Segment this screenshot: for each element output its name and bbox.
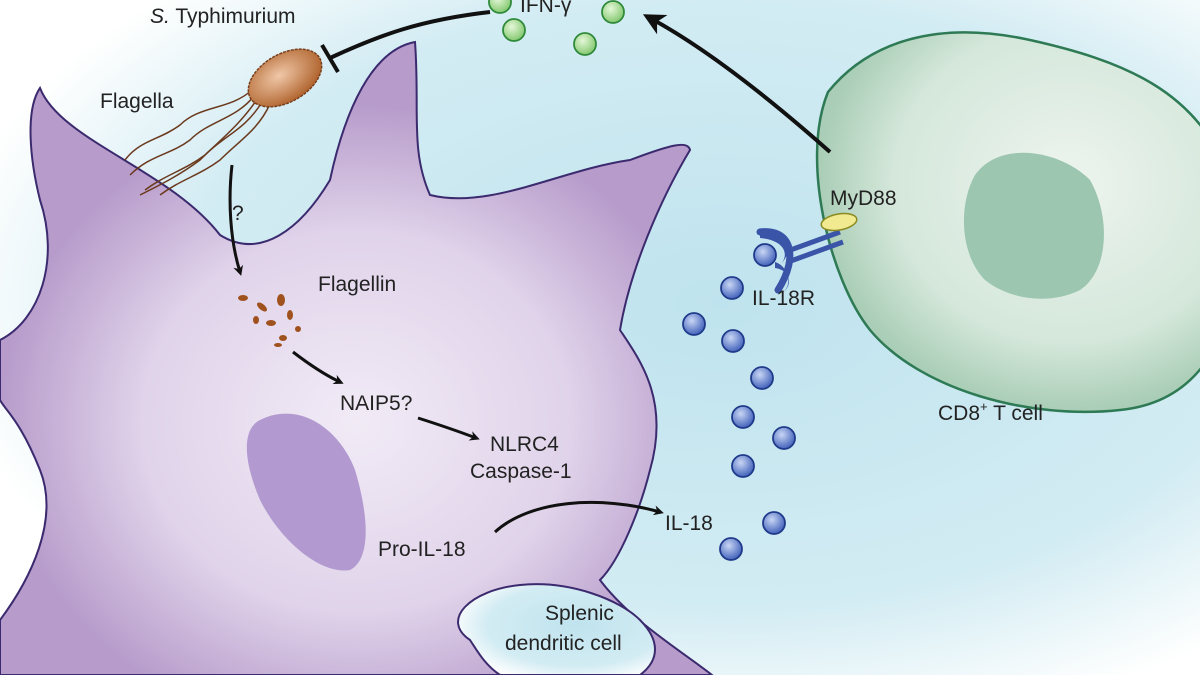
il-18-dot	[762, 511, 786, 535]
pro-il18-label: Pro-IL-18	[378, 538, 466, 561]
dendritic-cell-label-line1: Splenic	[545, 602, 614, 625]
ifn-gamma-label: IFN-γ	[520, 0, 572, 17]
naip5-label: NAIP5?	[340, 392, 412, 415]
t-cell-nucleus	[963, 152, 1104, 299]
dendritic-cell-gap	[457, 583, 656, 675]
ifn-gamma-dot	[502, 18, 526, 42]
salmonella-bacterium	[124, 48, 323, 196]
il-18-dot	[720, 276, 744, 300]
il-18-dot	[753, 243, 777, 267]
il18r-label: IL-18R	[752, 287, 815, 310]
il-18-dot	[731, 454, 755, 478]
flagella	[124, 89, 271, 196]
bacterium-label: S. Typhimurium	[150, 5, 296, 28]
dendritic-cell-body	[0, 40, 714, 675]
il18-label: IL-18	[665, 512, 713, 535]
il-18-dot	[721, 329, 745, 353]
caspase1-label: Caspase-1	[470, 460, 572, 483]
dendritic-cell-label-line2: dendritic cell	[505, 632, 622, 655]
ifn-gamma-molecules	[488, 0, 625, 56]
t-cell-label: CD8+ T cell	[938, 399, 1043, 425]
il-18-dot	[731, 405, 755, 429]
cd8-t-cell	[815, 31, 1200, 414]
il-18-molecules	[682, 243, 796, 561]
il-18-dot	[682, 312, 706, 336]
naip5-to-nlrc4-arrow	[417, 416, 480, 441]
ifn-gamma-dot	[573, 32, 597, 56]
nlrc4-label: NLRC4	[490, 433, 559, 456]
ifng-inhibits-bacterium-line	[329, 10, 491, 60]
flagellin-to-naip5-arrow	[292, 350, 344, 384]
il-18-dot	[772, 426, 796, 450]
inhibition-bar	[320, 43, 340, 74]
flagella-to-flagellin-arrow	[228, 164, 243, 276]
flagella-label: Flagella	[100, 90, 174, 113]
myd88-label: MyD88	[830, 187, 897, 210]
il-18-dot	[719, 537, 743, 561]
ifn-gamma-dot	[601, 0, 625, 24]
myd88-adaptor	[820, 212, 858, 232]
il-18-dot	[750, 366, 774, 390]
flagellin-fragments	[238, 294, 301, 347]
bacterium-body	[247, 48, 323, 108]
dendritic-cell-nucleus	[246, 413, 366, 571]
ifn-gamma-dot	[488, 0, 512, 14]
flagellin-label: Flagellin	[318, 273, 396, 296]
tcell-to-ifng-arrow	[642, 14, 832, 154]
il-18-receptor	[756, 228, 844, 295]
splenic-dendritic-cell	[0, 40, 714, 675]
pro-il18-to-il18-arrow	[493, 500, 664, 534]
unknown-step-label: ?	[232, 202, 244, 225]
